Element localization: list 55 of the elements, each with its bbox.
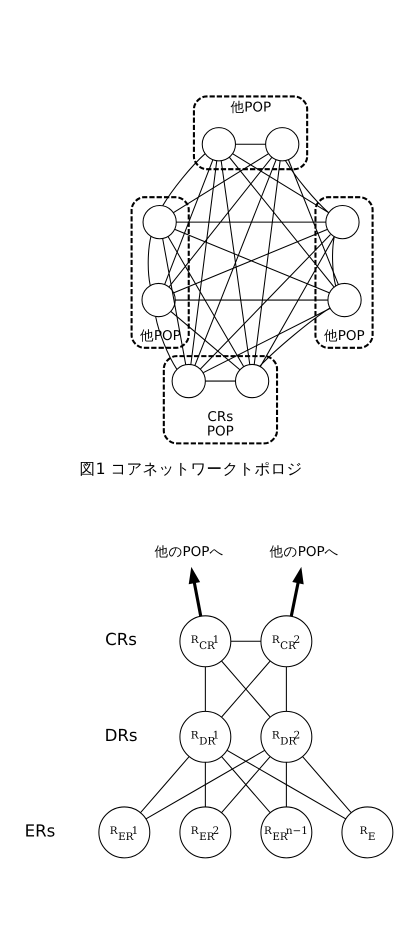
connector [176,221,326,222]
connector [203,308,330,373]
connector [236,143,266,144]
connector [175,299,328,300]
label: 図1 コアネットワークトポロジ [80,460,303,478]
connector [286,762,287,806]
node-text: 他のPOPへ [270,543,339,560]
label: CRs [105,630,137,649]
connector [228,156,334,287]
label: ERs [24,820,56,840]
connector [221,756,270,812]
connector [226,750,346,819]
node-circle [172,363,206,398]
cluster: 他POP [314,196,374,348]
connector [173,153,268,212]
connector [168,156,272,287]
connector [285,160,329,212]
connector [140,756,190,812]
label: DRs [104,725,138,744]
cluster: 他POP [192,94,308,170]
connector [204,762,206,806]
connector [148,236,152,286]
connector [231,640,261,642]
connector [206,380,236,382]
node-circle [141,282,176,317]
connector [302,756,352,812]
node-circle [265,126,300,161]
connector [260,307,330,366]
node-circle [325,204,360,239]
node-text: 他のPOPへ [154,543,224,560]
connector [200,234,331,369]
connector [162,238,186,364]
connector [168,236,244,366]
node-circle [327,282,362,317]
node-circle [234,363,270,398]
connector [288,159,339,284]
connector [220,160,250,364]
connector [190,160,218,364]
connector [146,750,265,819]
connector [221,660,270,717]
connector [232,152,329,213]
cluster: CRs POP [162,354,278,444]
connector [332,236,336,286]
connector [254,160,281,364]
node-circle [202,126,236,161]
node-circle [142,204,177,239]
arrow [188,566,202,616]
connector [162,152,206,206]
connector [170,310,240,370]
connector [164,159,214,284]
connector [194,159,277,366]
connector [204,666,206,711]
connector [286,666,287,711]
arrow [290,566,304,616]
connector [260,236,335,366]
